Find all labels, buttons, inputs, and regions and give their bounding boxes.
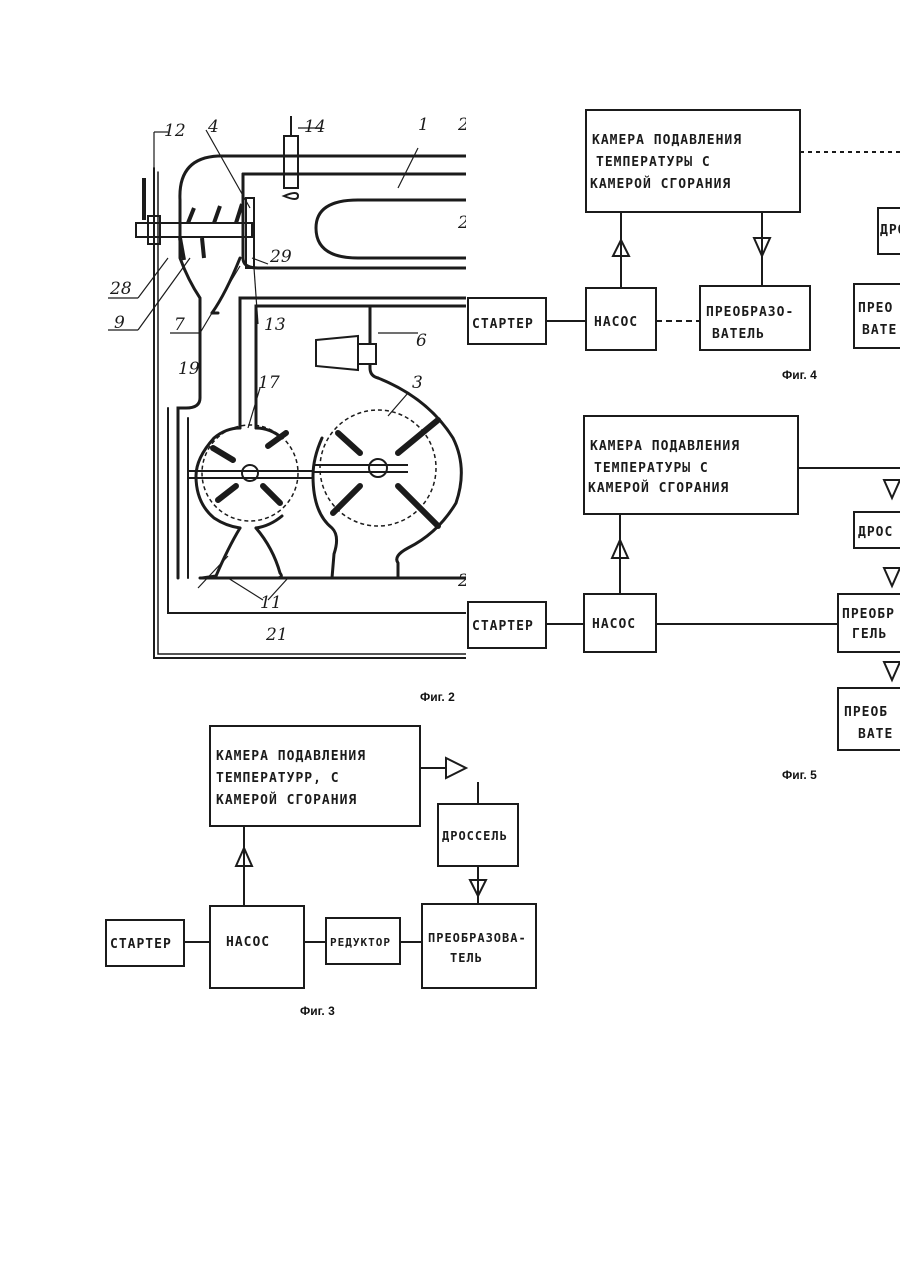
fig3-converter-line2: ТЕЛЬ bbox=[450, 951, 483, 965]
fig5-diagram: КАМЕРА ПОДАВЛЕНИЯ ТЕМПЕРАТУРЫ С КАМЕРОЙ … bbox=[466, 412, 900, 762]
fig4-caption: Фиг. 4 bbox=[782, 368, 817, 382]
fig4-starter-label: СТАРТЕР bbox=[472, 317, 534, 332]
fig3-converter-box bbox=[422, 904, 536, 988]
fig5-caption: Фиг. 5 bbox=[782, 768, 817, 782]
fig2-panel: 12 4 14 1 2 29 28 9 7 13 6 19 17 3 11 21… bbox=[108, 108, 468, 668]
fig4-pump-label: НАСОС bbox=[594, 315, 638, 330]
fig2-label-11: 11 bbox=[260, 593, 282, 613]
fig5-converter-line1: ПРЕОБР bbox=[842, 607, 895, 622]
fig2-label-29: 29 bbox=[269, 247, 292, 267]
fig5-converter2-line2: ВАТЕ bbox=[858, 727, 893, 742]
fig5-converter2-line1: ПРЕОБ bbox=[844, 705, 888, 720]
fig4-panel: КАМЕРА ПОДАВЛЕНИЯ ТЕМПЕРАТУРЫ С КАМЕРОЙ … bbox=[466, 104, 900, 370]
fig2-label-7: 7 bbox=[174, 315, 185, 335]
fig4-chamber-line2: ТЕМПЕРАТУРЫ С bbox=[596, 155, 711, 170]
fig2-label-13: 13 bbox=[264, 315, 286, 335]
fig3-starter-label: СТАРТЕР bbox=[110, 937, 172, 952]
fig5-chamber-line2: ТЕМПЕРАТУРЫ С bbox=[594, 461, 709, 476]
fig5-chamber-line3: КАМЕРОЙ СГОРАНИЯ bbox=[588, 480, 729, 496]
fig5-starter-label: СТАРТЕР bbox=[472, 619, 534, 634]
fig4-throttle-label: ДРО bbox=[880, 223, 900, 238]
fig2-label-3: 3 bbox=[412, 373, 423, 393]
fig3-reducer-label: РЕДУКТОР bbox=[330, 936, 391, 949]
fig3-caption: Фиг. 3 bbox=[300, 1004, 335, 1018]
fig2-label-21: 21 bbox=[265, 625, 288, 645]
fig3-chamber-line2: ТЕМПЕРАТУРР, С bbox=[216, 771, 340, 786]
fig3-panel: КАМЕРА ПОДАВЛЕНИЯ ТЕМПЕРАТУРР, С КАМЕРОЙ… bbox=[104, 720, 540, 998]
fig2-label-28: 28 bbox=[109, 279, 132, 299]
fig2-caption: Фиг. 2 bbox=[420, 690, 455, 704]
fig5-converter-line2: ГЕЛЬ bbox=[852, 627, 887, 642]
fig5-converter-box bbox=[838, 594, 900, 652]
fig4-converter2-line2: ВАТЕ bbox=[862, 323, 897, 338]
fig4-converter2-box bbox=[854, 284, 900, 348]
fig5-throttle-label: ДРОС bbox=[858, 525, 893, 540]
fig4-converter-line2: ВАТЕЛЬ bbox=[712, 327, 765, 342]
fig5-chamber-line1: КАМЕРА ПОДАВЛЕНИЯ bbox=[590, 439, 740, 454]
fig2-label-1: 1 bbox=[418, 115, 429, 135]
fig2-label-17: 17 bbox=[258, 373, 280, 393]
fig2-label-14: 14 bbox=[304, 117, 326, 137]
fig3-chamber-line1: КАМЕРА ПОДАВЛЕНИЯ bbox=[216, 749, 366, 764]
fig3-converter-line1: ПРЕОБРАЗОВА- bbox=[428, 931, 527, 945]
fig2-label-9: 9 bbox=[114, 313, 125, 333]
fig4-converter-line1: ПРЕОБРАЗО- bbox=[706, 305, 794, 320]
fig2-label-12: 12 bbox=[164, 121, 186, 141]
fig2-label-6: 6 bbox=[416, 331, 427, 351]
fig2-drawing: 12 4 14 1 2 29 28 9 7 13 6 19 17 3 11 21… bbox=[108, 108, 468, 668]
fig3-chamber-line3: КАМЕРОЙ СГОРАНИЯ bbox=[216, 792, 357, 808]
fig3-diagram: КАМЕРА ПОДАВЛЕНИЯ ТЕМПЕРАТУРР, С КАМЕРОЙ… bbox=[104, 720, 540, 998]
fig5-panel: КАМЕРА ПОДАВЛЕНИЯ ТЕМПЕРАТУРЫ С КАМЕРОЙ … bbox=[466, 412, 900, 762]
fig2-label-19: 19 bbox=[178, 359, 200, 379]
fig4-converter2-line1: ПРЕО bbox=[858, 301, 893, 316]
fig3-throttle-label: ДРОССЕЛЬ bbox=[442, 829, 508, 843]
fig4-chamber-line1: КАМЕРА ПОДАВЛЕНИЯ bbox=[592, 133, 742, 148]
fig3-pump-label: НАСОС bbox=[226, 935, 270, 950]
fig5-pump-label: НАСОС bbox=[592, 617, 636, 632]
fig4-chamber-line3: КАМЕРОЙ СГОРАНИЯ bbox=[590, 176, 731, 192]
fig4-diagram: КАМЕРА ПОДАВЛЕНИЯ ТЕМПЕРАТУРЫ С КАМЕРОЙ … bbox=[466, 104, 900, 370]
fig2-label-4: 4 bbox=[207, 117, 219, 137]
